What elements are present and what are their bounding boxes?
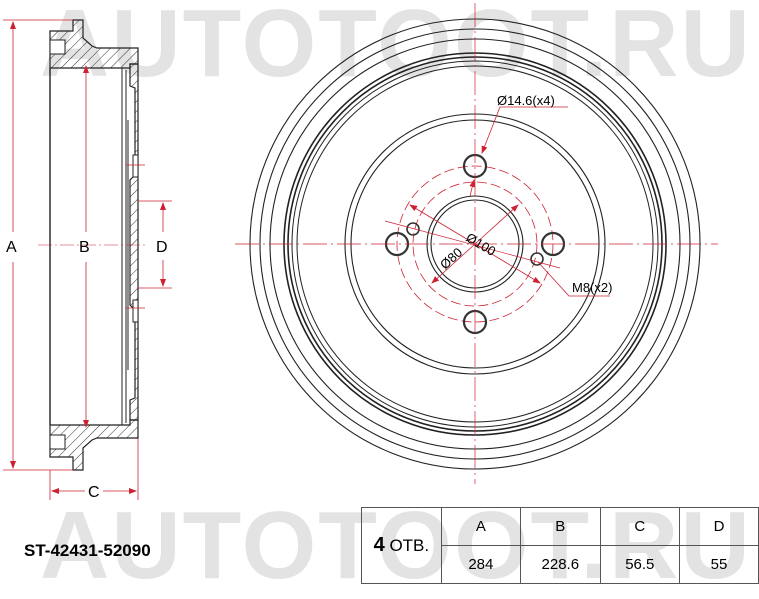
value-c: 56.5 xyxy=(599,545,680,584)
header-a: A xyxy=(440,507,521,546)
value-a: 284 xyxy=(440,545,521,584)
dimension-label-a: A xyxy=(6,239,17,256)
value-d: 55 xyxy=(678,545,759,584)
pcd-annotation: Ø100 xyxy=(463,230,498,259)
dimension-label-c: C xyxy=(88,484,100,501)
bolt-hole-annotation: Ø14.6(x4) xyxy=(497,93,555,108)
header-d: D xyxy=(678,507,759,546)
holes-label: ОТВ. xyxy=(389,536,430,555)
watermark-top: AUTOTOOT.RU xyxy=(40,0,752,97)
front-view xyxy=(235,3,718,484)
header-c: C xyxy=(599,507,680,546)
side-view xyxy=(3,19,172,500)
dimension-label-b: B xyxy=(79,239,90,256)
part-number: ST-42431-52090 xyxy=(24,541,151,560)
value-b: 228.6 xyxy=(519,545,601,584)
technical-drawing: A B D C xyxy=(3,3,718,501)
holes-count-cell: 4 ОТВ. xyxy=(361,507,442,584)
header-b: B xyxy=(519,507,601,546)
specs-table: 4 ОТВ. A B C D 284 228.6 56.5 55 xyxy=(361,507,759,584)
center-bore-annotation: Ø80 xyxy=(437,245,465,273)
holes-count: 4 xyxy=(373,534,385,556)
dimension-label-d: D xyxy=(156,239,168,256)
thread-hole-annotation: M8(x2) xyxy=(572,280,612,295)
